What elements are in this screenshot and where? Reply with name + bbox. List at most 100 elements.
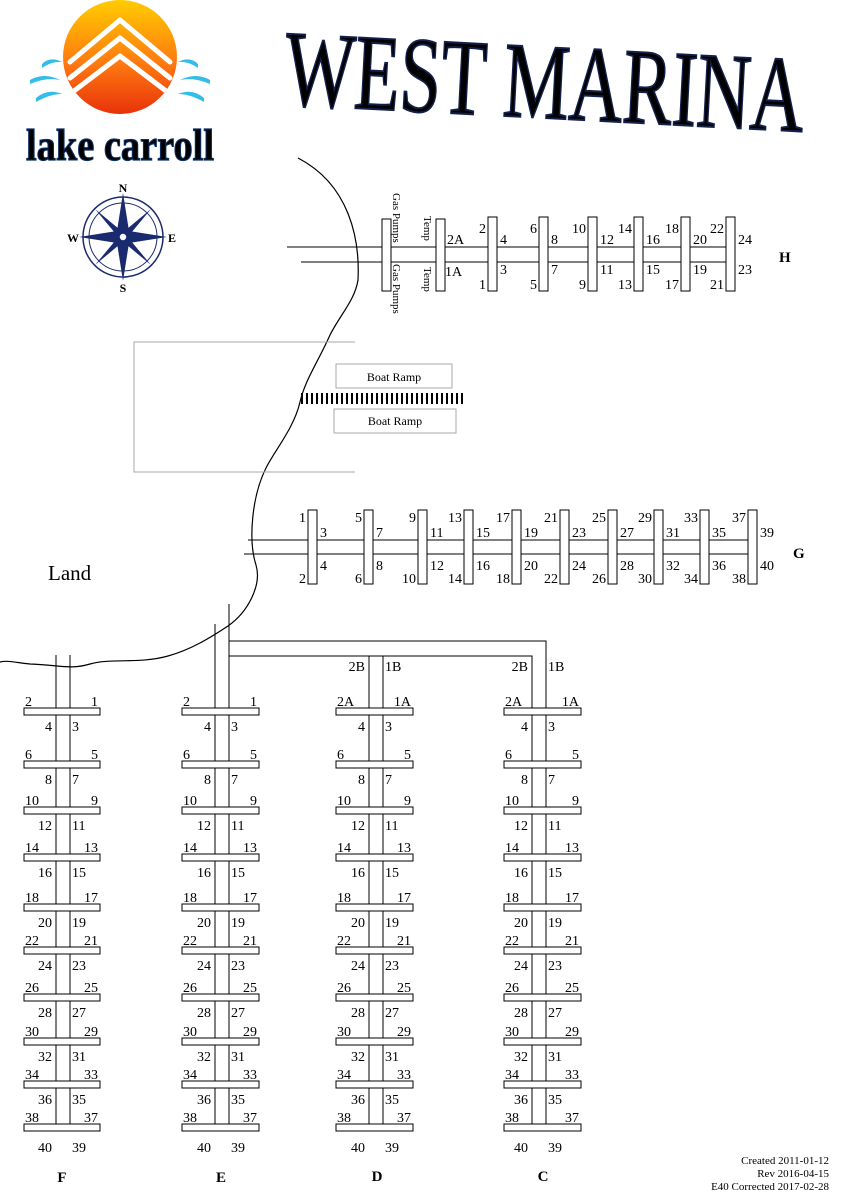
slip-label: 20 [514,916,528,931]
slip-label: 19 [231,916,245,931]
slip-label: 24 [197,959,211,974]
slip-label: 1A [445,265,463,280]
slip-label: 40 [197,1141,211,1156]
dock-finger [23,903,101,912]
slip-label: 35 [72,1093,86,1108]
slip-label: 2A [447,233,465,248]
slip-label: 23 [548,959,562,974]
slip-label: 11 [72,819,85,834]
slip-label: 1A [562,695,580,710]
slip-label: 22 [25,934,39,949]
dock-h-finger [487,216,498,292]
slip-label: 27 [620,526,634,541]
slip-label: 17 [665,278,679,293]
slip-label: 31 [231,1050,245,1065]
slip-label: 34 [337,1068,351,1083]
slip-label: 12 [197,819,211,834]
dock-finger [181,1080,260,1089]
slip-label: 10 [402,572,416,587]
slip-label: 23 [738,263,752,278]
slip-label: 21 [84,934,98,949]
temp-label-top: Temp [421,216,433,241]
slip-label: 26 [592,572,606,587]
slip-label: 34 [684,572,698,587]
slip-label: 32 [666,559,680,574]
dock-finger [503,853,582,862]
slip-label: 25 [565,981,579,996]
dock-finger [503,760,582,769]
slip-label: 1B [548,660,564,675]
slip-label: 1 [250,695,257,710]
created-date: Created 2011-01-12 [741,1155,829,1167]
slip-label: 17 [84,891,98,906]
slip-label: 4 [358,720,365,735]
slip-label: 15 [476,526,490,541]
dock-finger [335,1123,414,1132]
slip-label: 38 [732,572,746,587]
slip-label: 2 [183,695,190,710]
slip-label: 33 [565,1068,579,1083]
slip-label: 3 [500,263,507,278]
dock-label-e: E [216,1170,226,1186]
slip-label: 6 [183,748,190,763]
slip-label: 6 [505,748,512,763]
slip-label: 30 [337,1025,351,1040]
slip-label: 38 [183,1111,197,1126]
dock-finger [335,903,414,912]
slip-label: 19 [548,916,562,931]
boat-ramp-area: Boat Ramp Boat Ramp [133,341,463,473]
slip-label: 22 [710,222,724,237]
slip-label: 16 [514,866,528,881]
dock-finger [181,760,260,769]
slip-label: 9 [404,794,411,809]
dock-finger [23,946,101,955]
logo-text: lake carroll [26,121,214,170]
slip-label: 14 [183,841,197,856]
dock-g-finger [559,509,570,585]
slip-label: 13 [448,511,462,526]
slip-label: 5 [91,748,98,763]
revision-date: Rev 2016-04-15 [757,1168,829,1180]
slip-label: 35 [231,1093,245,1108]
slip-label: 36 [514,1093,528,1108]
slip-label: 5 [530,278,537,293]
dock-finger [23,707,101,716]
slip-label: 37 [84,1111,98,1126]
slip-label: 29 [397,1025,411,1040]
slip-label: 32 [351,1050,365,1065]
temp-pier [435,218,446,292]
slip-label: 40 [351,1141,365,1156]
slip-label: 34 [505,1068,519,1083]
dock-g: G 13425786911121013151614171920182123242… [244,509,805,587]
slip-label: 29 [638,511,652,526]
slip-label: 7 [548,773,555,788]
compass-rose-icon: N S E W [67,181,176,295]
dock-label-c: C [538,1169,549,1185]
slip-label: 14 [448,572,462,587]
compass-north: N [119,181,128,195]
dock-g-finger [463,509,474,585]
slip-label: 37 [243,1111,257,1126]
compass-east: E [168,231,176,245]
temp-label-bottom: Temp [421,267,433,292]
slip-label: 7 [551,263,558,278]
slip-label: 10 [505,794,519,809]
dock-g-finger [607,509,618,585]
slip-label: 38 [25,1111,39,1126]
dock-finger [335,760,414,769]
slip-label: 8 [358,773,365,788]
slip-label: 3 [231,720,238,735]
dock-finger [181,993,260,1002]
slip-label: 18 [496,572,510,587]
correction-note: E40 Corrected 2017-02-28 [711,1181,829,1193]
slip-label: 4 [320,559,327,574]
slip-label: 28 [620,559,634,574]
slip-label: 26 [505,981,519,996]
dock-finger [181,707,260,716]
slip-label: 13 [397,841,411,856]
slip-label: 21 [710,278,724,293]
slip-label: 13 [84,841,98,856]
dock-finger [503,707,582,716]
slip-label: 33 [397,1068,411,1083]
slip-label: 7 [376,526,383,541]
